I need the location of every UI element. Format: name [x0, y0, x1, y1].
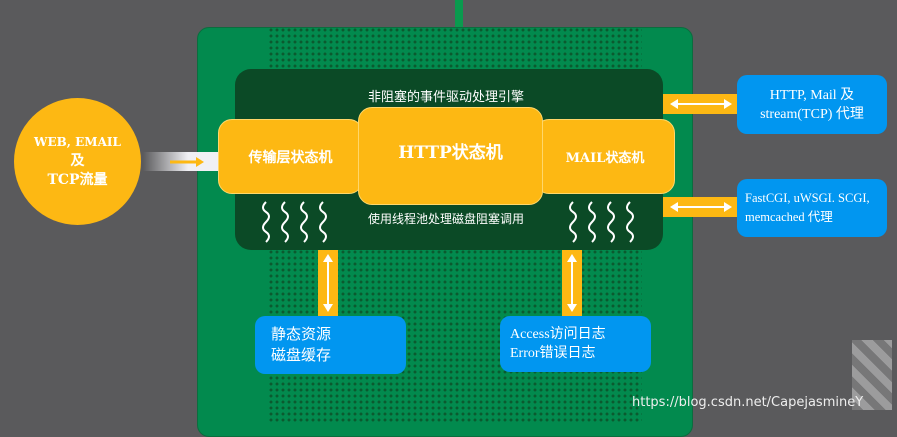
logs-box: Access访问日志 Error错误日志: [500, 316, 651, 372]
logs-line-2: Error错误日志: [510, 346, 596, 361]
transport-label: 传输层状态机: [248, 149, 333, 166]
input-arrow: [143, 152, 218, 171]
thread-pool-note: 使用线程池处理磁盘阻塞调用: [368, 212, 525, 226]
mail-label: MAIL状态机: [565, 151, 645, 166]
double-arrow-icon: [670, 99, 732, 109]
engine-title: 非阻塞的事件驱动处理引擎: [368, 90, 525, 105]
http-mail-proxy-box: HTTP, Mail 及 stream(TCP) 代理: [737, 75, 887, 134]
http-mail-line-2: stream(TCP) 代理: [760, 106, 864, 122]
http-mail-line-1: HTTP, Mail 及: [769, 87, 855, 103]
fastcgi-line-2: memcached 代理: [745, 210, 833, 224]
proxy-arrow-2: [663, 197, 739, 217]
static-arrow: [318, 250, 338, 316]
fastcgi-proxy-box: FastCGI, uWSGI. SCGI, memcached 代理: [737, 179, 887, 237]
transport-state-machine: 传输层状态机: [218, 119, 363, 194]
blurred-avatar: [852, 340, 892, 410]
logs-arrow: [562, 250, 582, 316]
static-line-2: 磁盘缓存: [271, 346, 332, 364]
watermark: https://blog.csdn.net/CapejasmineY: [632, 395, 864, 410]
arrow-right-icon: [170, 156, 204, 167]
logs-line-1: Access访问日志: [510, 327, 606, 342]
fastcgi-line-1: FastCGI, uWSGI. SCGI,: [745, 191, 870, 205]
http-label: HTTP状态机: [398, 143, 503, 163]
vertical-double-arrow-icon: [323, 254, 333, 312]
wavy-lines-icon: [262, 201, 327, 243]
top-connector: [455, 0, 463, 27]
source-line-3: TCP流量: [47, 172, 108, 188]
wavy-lines-icon: [569, 201, 634, 243]
double-arrow-icon: [670, 202, 732, 212]
traffic-source-circle: WEB, EMAIL 及 TCP流量: [14, 98, 141, 225]
proxy-arrow-1: [663, 94, 739, 114]
mail-state-machine: MAIL状态机: [535, 119, 675, 194]
static-cache-box: 静态资源 磁盘缓存: [255, 316, 406, 374]
source-line-1: WEB, EMAIL: [34, 135, 121, 149]
http-state-machine: HTTP状态机: [358, 107, 543, 205]
static-line-1: 静态资源: [271, 325, 332, 343]
vertical-double-arrow-icon: [567, 254, 577, 312]
source-line-2: 及: [70, 153, 85, 169]
